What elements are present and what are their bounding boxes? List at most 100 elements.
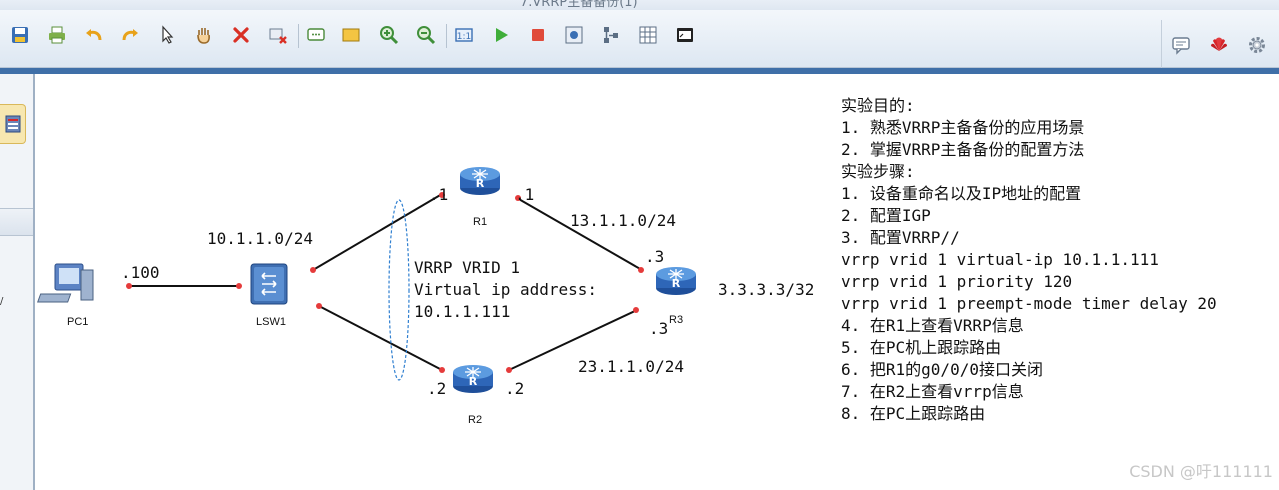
stop-all-button[interactable] xyxy=(527,24,549,46)
toolbar-separator xyxy=(298,24,299,48)
device-category-tile[interactable] xyxy=(0,104,26,144)
topology-icon xyxy=(604,27,618,43)
notes-line: 2. 掌握VRRP主备备份的配置方法 xyxy=(841,140,1085,159)
chat-icon xyxy=(1172,37,1190,55)
lsw1-device[interactable] xyxy=(250,263,288,305)
toolbar-right-group xyxy=(1161,20,1279,78)
r2-lan-ip-label: .2 xyxy=(427,379,447,398)
fit-view-icon: 1:1 xyxy=(455,28,473,42)
undo-button[interactable] xyxy=(83,24,105,46)
vrrp-note: VRRP VRID 1 Virtual ip address: 10.1.1.1… xyxy=(414,257,597,323)
notes-line: vrrp vrid 1 preempt-mode timer delay 20 xyxy=(841,294,1217,313)
rectangle-button[interactable] xyxy=(340,24,362,46)
notes-line: 实验目的: xyxy=(841,96,915,115)
delete-link-button[interactable] xyxy=(267,24,289,46)
link-r2-r3[interactable] xyxy=(508,309,638,371)
zoom-out-icon xyxy=(417,26,436,45)
r2-wan-ip-label: .2 xyxy=(505,379,525,398)
vrrp-note-line: 10.1.1.111 xyxy=(414,302,511,321)
huawei-logo-button[interactable] xyxy=(1208,34,1230,56)
print-button[interactable] xyxy=(46,24,68,46)
topology-diagram: R R R xyxy=(37,167,696,393)
capture-icon xyxy=(565,26,583,44)
link-r1-r3[interactable] xyxy=(516,197,643,271)
notes-line: 1. 设备重命名以及IP地址的配置 xyxy=(841,184,1082,203)
huawei-logo-icon xyxy=(1211,37,1227,51)
notes-line: 1. 熟悉VRRP主备备份的应用场景 xyxy=(841,118,1085,137)
window-titlebar: 7.VRRP主备备份(1) xyxy=(0,0,1279,10)
notes-line: 2. 配置IGP xyxy=(841,206,931,225)
notes-line: 4. 在R1上查看VRRP信息 xyxy=(841,316,1024,335)
notes-line: 7. 在R2上查看vrrp信息 xyxy=(841,382,1024,401)
device-rack-icon xyxy=(5,115,20,133)
csdn-watermark: CSDN @吁111111 xyxy=(1129,462,1273,481)
r1-wan-ip-label: .1 xyxy=(515,185,535,204)
port-dot xyxy=(236,283,242,289)
delete-link-icon xyxy=(269,28,287,44)
svg-text:R: R xyxy=(469,375,478,388)
chat-button[interactable] xyxy=(1170,34,1192,56)
svg-text:1:1: 1:1 xyxy=(457,32,471,42)
text-note-icon xyxy=(307,28,325,41)
notes-line: 3. 配置VRRP// xyxy=(841,228,960,247)
pc1-label: PC1 xyxy=(67,316,89,328)
port-dot xyxy=(439,367,445,373)
save-button[interactable] xyxy=(9,24,31,46)
notes-line: 8. 在PC上跟踪路由 xyxy=(841,404,986,423)
select-pointer-icon xyxy=(162,25,174,44)
settings-gear-icon xyxy=(1249,37,1265,53)
experiment-notes: 实验目的: 1. 熟悉VRRP主备备份的应用场景 2. 掌握VRRP主备备份的配… xyxy=(841,95,1217,425)
delete-icon xyxy=(233,27,249,43)
capture-button[interactable] xyxy=(563,24,585,46)
port-dot xyxy=(638,267,644,273)
svg-text:R: R xyxy=(672,277,681,290)
zoom-out-button[interactable] xyxy=(415,24,437,46)
rectangle-icon xyxy=(342,28,360,42)
svg-text:R: R xyxy=(476,177,485,190)
panel-scroll-mark: / xyxy=(0,296,4,307)
notes-line: vrrp vrid 1 virtual-ip 10.1.1.111 xyxy=(841,250,1159,269)
r1-device[interactable]: R xyxy=(460,167,500,195)
port-dot xyxy=(506,367,512,373)
port-dots xyxy=(126,192,644,373)
port-dot xyxy=(633,307,639,313)
console-icon xyxy=(677,28,693,42)
console-button[interactable] xyxy=(674,24,696,46)
window-title: 7.VRRP主备备份(1) xyxy=(520,0,638,10)
r1-label: R1 xyxy=(473,216,488,228)
r1-lan-ip-label: .1 xyxy=(429,185,449,204)
start-all-button[interactable] xyxy=(490,24,512,46)
port-dot xyxy=(316,303,322,309)
vrrp-note-line: Virtual ip address: xyxy=(414,280,598,299)
r3-device[interactable]: R xyxy=(656,267,696,295)
redo-button[interactable] xyxy=(119,24,141,46)
grid-button[interactable] xyxy=(637,24,659,46)
r3-bottom-ip-label: .3 xyxy=(649,319,669,338)
topology-button[interactable] xyxy=(600,24,622,46)
text-note-button[interactable] xyxy=(305,24,327,46)
panel-section-header[interactable] xyxy=(0,208,33,236)
pc-ip-label: .100 xyxy=(121,263,160,282)
delete-button[interactable] xyxy=(230,24,252,46)
fit-view-button[interactable]: 1:1 xyxy=(453,24,475,46)
redo-icon xyxy=(122,29,138,41)
vrrp-group-ellipse[interactable] xyxy=(388,199,410,381)
select-pointer-button[interactable] xyxy=(156,24,178,46)
settings-button[interactable] xyxy=(1246,34,1268,56)
hand-pan-button[interactable] xyxy=(193,24,215,46)
pc1-device[interactable] xyxy=(37,263,94,303)
notes-line: 6. 把R1的g0/0/0接口关闭 xyxy=(841,360,1043,379)
topology-canvas[interactable]: R R R PC1 LSW1 R1 R2 R3 .100 10.1.1.0/24… xyxy=(37,74,1279,490)
r2-device[interactable]: R xyxy=(453,365,493,393)
save-icon xyxy=(12,27,28,43)
toolbar-bottom-band xyxy=(0,68,1279,74)
port-dot xyxy=(126,283,132,289)
print-icon xyxy=(49,26,65,44)
r2-label: R2 xyxy=(468,414,483,426)
link-lsw1-r1[interactable] xyxy=(312,193,443,271)
stop-all-icon xyxy=(532,29,544,41)
zoom-in-button[interactable] xyxy=(378,24,400,46)
link-lsw1-r2[interactable] xyxy=(318,305,443,371)
toolbar-separator xyxy=(446,24,447,48)
port-dot xyxy=(439,192,445,198)
